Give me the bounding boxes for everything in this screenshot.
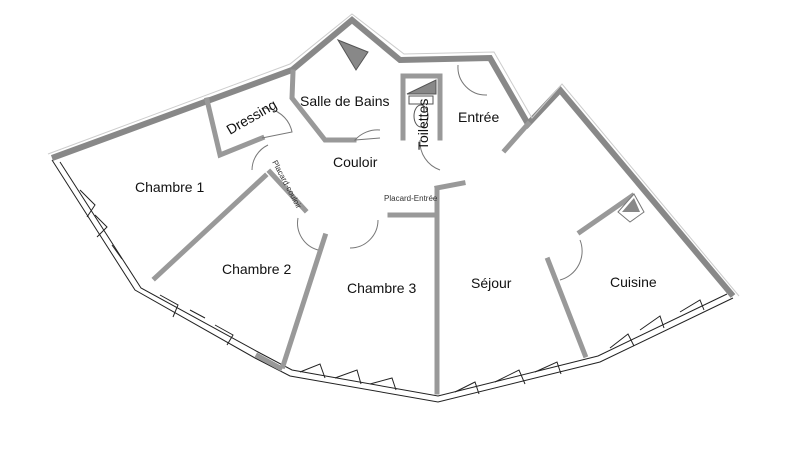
exterior-walls xyxy=(47,13,740,298)
label-chambre-1: Chambre 1 xyxy=(135,179,204,195)
shower-fixture xyxy=(336,38,369,71)
label-entree: Entrée xyxy=(458,109,499,125)
label-sejour: Séjour xyxy=(471,275,512,291)
interior-walls xyxy=(151,69,636,395)
door-swings xyxy=(251,64,583,281)
label-couloir: Couloir xyxy=(333,154,378,170)
label-placard-entree: Placard-Entrée xyxy=(384,194,438,203)
label-chambre-2: Chambre 2 xyxy=(222,261,291,277)
windows xyxy=(51,159,734,403)
label-toilettes: Toilettes xyxy=(415,99,431,150)
label-salle-de-bains: Salle de Bains xyxy=(300,93,390,109)
fixtures xyxy=(336,38,645,223)
label-placard-couloir: Placard-couloir xyxy=(270,159,303,211)
label-dressing: Dressing xyxy=(224,96,280,137)
label-cuisine: Cuisine xyxy=(610,274,657,290)
label-chambre-3: Chambre 3 xyxy=(347,280,416,296)
toilet-tank xyxy=(406,79,437,95)
